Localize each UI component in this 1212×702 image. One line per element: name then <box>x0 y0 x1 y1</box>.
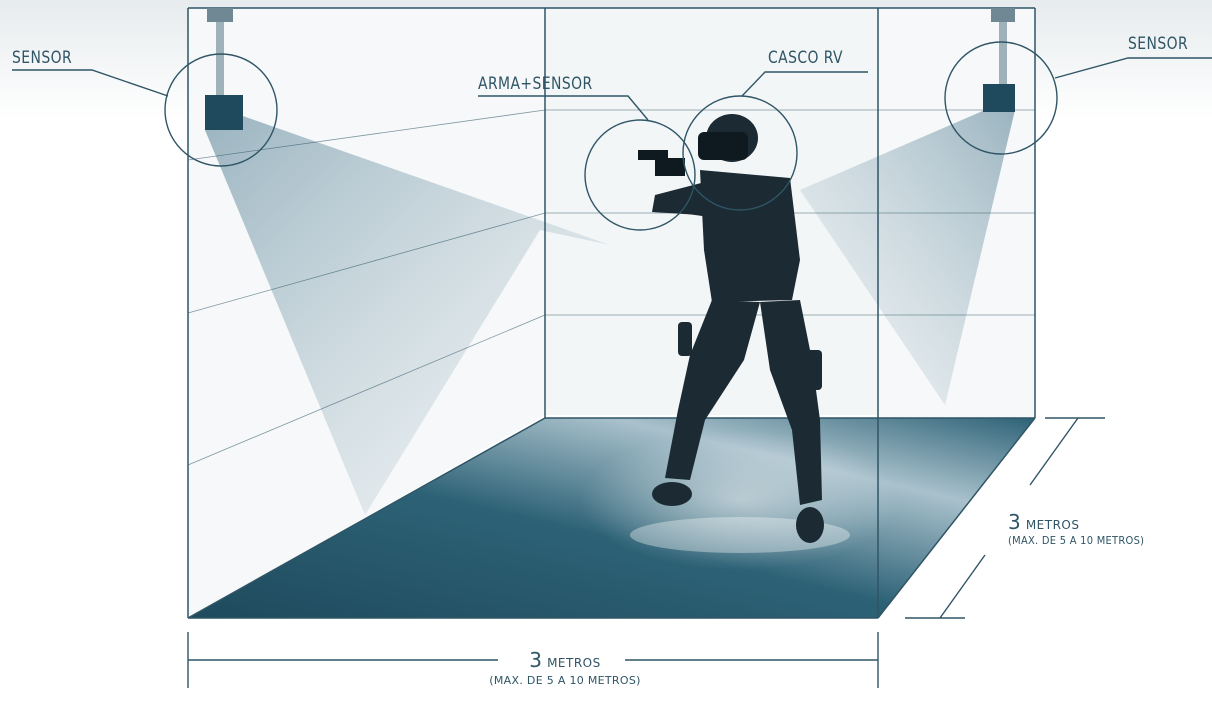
depth-number: 3 <box>1008 510 1021 534</box>
width-dimension-label: 3 METROS (MAX. DE 5 A 10 METROS) <box>460 650 670 686</box>
depth-dimension-label: 3 METROS (MAX. DE 5 A 10 METROS) <box>1008 512 1159 546</box>
depth-note: (MAX. DE 5 A 10 METROS) <box>1008 535 1144 546</box>
width-number: 3 <box>529 648 542 672</box>
sensor-left-label: SENSOR <box>12 50 72 67</box>
sensor-right-label: SENSOR <box>1128 36 1188 53</box>
weapon-sensor-label: ARMA+SENSOR <box>478 76 593 93</box>
width-note: (MAX. DE 5 A 10 METROS) <box>460 675 670 686</box>
depth-unit: METROS <box>1026 518 1080 532</box>
width-unit: METROS <box>547 656 601 670</box>
headset-label: CASCO RV <box>768 50 843 67</box>
